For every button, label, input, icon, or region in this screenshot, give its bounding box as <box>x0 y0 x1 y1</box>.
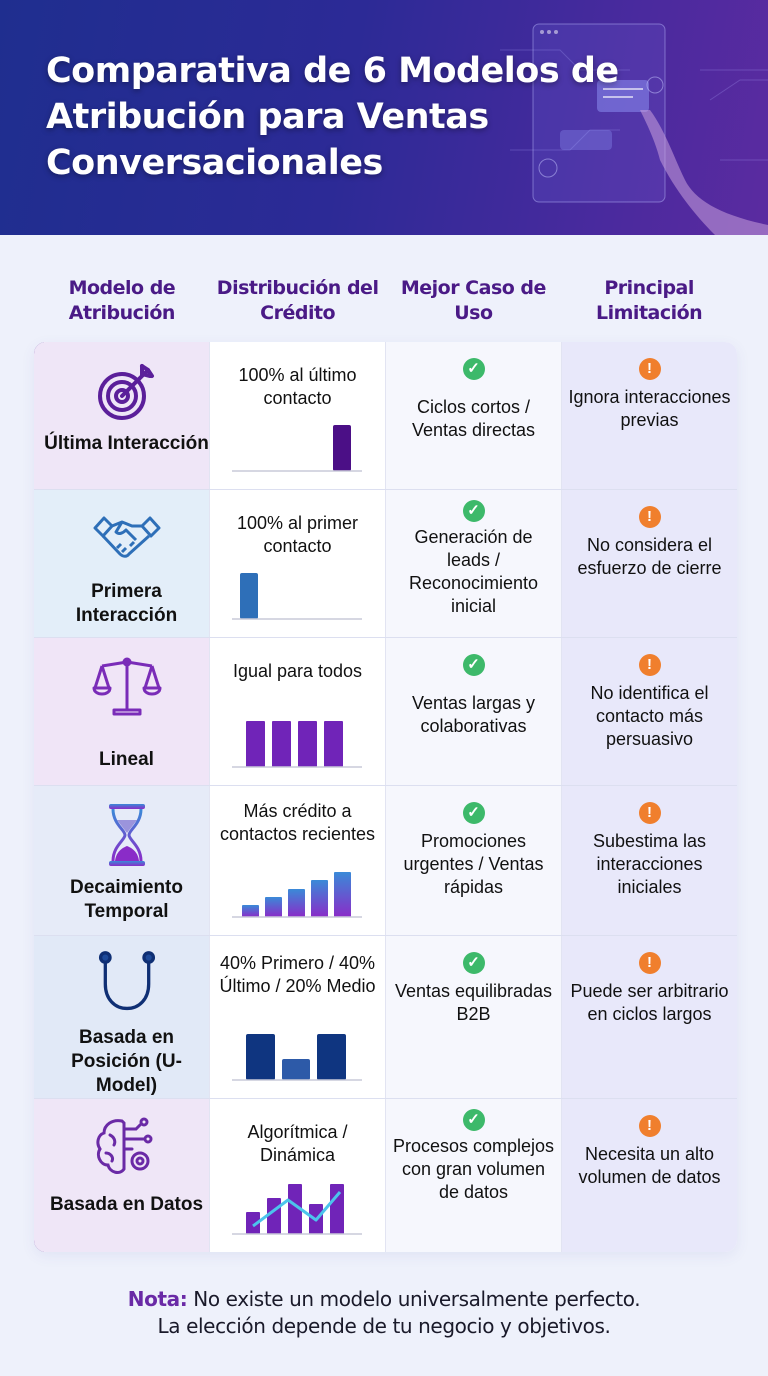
distribution-label: Más crédito a contactos recientes <box>219 801 376 844</box>
model-cell: Basada en Posición (U-Model) <box>34 936 210 1098</box>
table-row: Lineal Igual para todos ✓ Ventas largas … <box>34 638 737 786</box>
table-row: Basada en Posición (U-Model) 40% Primero… <box>34 936 737 1099</box>
best-use-cell: ✓ Generación de leads / Reconocimiento i… <box>386 490 562 637</box>
checkmark-icon: ✓ <box>462 500 485 522</box>
distribution-label: 40% Primero / 40% Último / 20% Medio <box>219 953 376 996</box>
distribution-cell: Igual para todos <box>210 638 386 785</box>
model-name: Primera Interacción <box>75 581 178 626</box>
column-header-model: Modelo de Atribución <box>68 277 176 324</box>
credit-bar-chart <box>232 872 362 918</box>
limitation-cell: ! Subestima las interacciones iniciales <box>562 786 737 935</box>
hourglass-icon <box>108 804 145 866</box>
warning-icon: ! <box>638 952 661 974</box>
table-row: Basada en Datos Algorítmica / Dinámica ✓… <box>34 1099 737 1252</box>
note-line-1: No existe un modelo universalmente perfe… <box>193 1287 641 1311</box>
best-use-text: Ciclos cortos / Ventas directas <box>411 397 536 440</box>
limitation-cell: ! No considera el esfuerzo de cierre <box>562 490 737 637</box>
warning-icon: ! <box>638 802 661 824</box>
model-name: Última Interacción <box>44 433 209 454</box>
balance-scale-icon <box>92 657 161 716</box>
distribution-cell: Más crédito a contactos recientes <box>210 786 386 935</box>
model-name: Lineal <box>99 749 154 770</box>
limitation-text: Subestima las interacciones iniciales <box>592 831 707 897</box>
best-use-cell: ✓ Ciclos cortos / Ventas directas <box>386 342 562 489</box>
checkmark-icon: ✓ <box>462 654 485 676</box>
column-header-limitation: Principal Limitación <box>596 277 703 324</box>
checkmark-icon: ✓ <box>462 358 485 380</box>
model-name: Basada en Posición (U-Model) <box>71 1027 182 1096</box>
model-name: Basada en Datos <box>49 1194 204 1215</box>
table-row: Decaimiento Temporal Más crédito a conta… <box>34 786 737 936</box>
distribution-cell: 40% Primero / 40% Último / 20% Medio <box>210 936 386 1098</box>
credit-bar-chart <box>232 1034 362 1081</box>
model-cell: Primera Interacción <box>34 490 210 637</box>
limitation-cell: ! No identifica el contacto más persuasi… <box>562 638 737 785</box>
credit-bar-chart <box>232 721 362 768</box>
warning-icon: ! <box>638 1115 661 1137</box>
distribution-cell: Algorítmica / Dinámica <box>210 1099 386 1252</box>
warning-icon: ! <box>638 358 661 380</box>
table-row: Última Interacción 100% al último contac… <box>34 342 737 490</box>
best-use-cell: ✓ Ventas largas y colaborativas <box>386 638 562 785</box>
column-header-best-use: Mejor Caso de Uso <box>400 277 547 324</box>
distribution-label: Algorítmica / Dinámica <box>247 1122 348 1165</box>
warning-icon: ! <box>638 506 661 528</box>
target-arrow-icon <box>97 364 154 420</box>
note-line-2: La elección depende de tu negocio y obje… <box>157 1314 611 1338</box>
limitation-cell: ! Necesita un alto volumen de datos <box>562 1099 737 1252</box>
u-shape-icon <box>98 951 155 1011</box>
best-use-cell: ✓ Promociones urgentes / Ventas rápidas <box>386 786 562 935</box>
checkmark-icon: ✓ <box>462 1109 485 1131</box>
model-cell: Lineal <box>34 638 210 785</box>
handshake-icon <box>93 516 160 558</box>
model-cell: Basada en Datos <box>34 1099 210 1252</box>
limitation-text: Puede ser arbitrario en ciclos largos <box>570 981 729 1024</box>
limitation-text: Necesita un alto volumen de datos <box>578 1144 721 1187</box>
model-name: Decaimiento Temporal <box>70 877 183 922</box>
hero-banner: Comparativa de 6 Modelos de Atribución p… <box>0 0 768 235</box>
limitation-text: Ignora interacciones previas <box>568 387 731 430</box>
table-header: Modelo de Atribución Distribución del Cr… <box>34 276 737 336</box>
limitation-cell: ! Puede ser arbitrario en ciclos largos <box>562 936 737 1098</box>
best-use-text: Ventas largas y colaborativas <box>411 693 536 736</box>
credit-bar-chart <box>232 425 362 472</box>
best-use-text: Generación de leads / Reconocimiento ini… <box>408 527 539 616</box>
distribution-label: 100% al primer contacto <box>236 513 359 556</box>
brain-gear-icon <box>95 1117 152 1174</box>
best-use-cell: ✓ Ventas equilibradas B2B <box>386 936 562 1098</box>
model-cell: Decaimiento Temporal <box>34 786 210 935</box>
distribution-cell: 100% al último contacto <box>210 342 386 489</box>
checkmark-icon: ✓ <box>462 952 485 974</box>
best-use-text: Promociones urgentes / Ventas rápidas <box>403 831 544 897</box>
best-use-text: Ventas equilibradas B2B <box>394 981 553 1024</box>
column-header-distribution: Distribución del Crédito <box>216 277 379 324</box>
checkmark-icon: ✓ <box>462 802 485 824</box>
table-row: Primera Interacción 100% al primer conta… <box>34 490 737 638</box>
best-use-cell: ✓ Procesos complejos con gran volumen de… <box>386 1099 562 1252</box>
model-cell: Última Interacción <box>34 342 210 489</box>
footer-note: Nota: No existe un modelo universalmente… <box>0 1286 768 1340</box>
warning-icon: ! <box>638 654 661 676</box>
best-use-text: Procesos complejos con gran volumen de d… <box>392 1136 555 1202</box>
touchscreen-hand-illustration <box>500 23 768 235</box>
page-title: Comparativa de 6 Modelos de Atribución p… <box>46 51 619 183</box>
limitation-cell: ! Ignora interacciones previas <box>562 342 737 489</box>
credit-bar-chart <box>232 573 362 620</box>
note-label: Nota: <box>127 1287 188 1311</box>
limitation-text: No considera el esfuerzo de cierre <box>577 535 722 578</box>
distribution-label: 100% al último contacto <box>238 365 357 408</box>
distribution-label: Igual para todos <box>232 661 363 681</box>
credit-bar-chart <box>232 1184 362 1235</box>
distribution-cell: 100% al primer contacto <box>210 490 386 637</box>
comparison-table: Última Interacción 100% al último contac… <box>34 342 737 1252</box>
limitation-text: No identifica el contacto más persuasivo <box>590 683 709 749</box>
